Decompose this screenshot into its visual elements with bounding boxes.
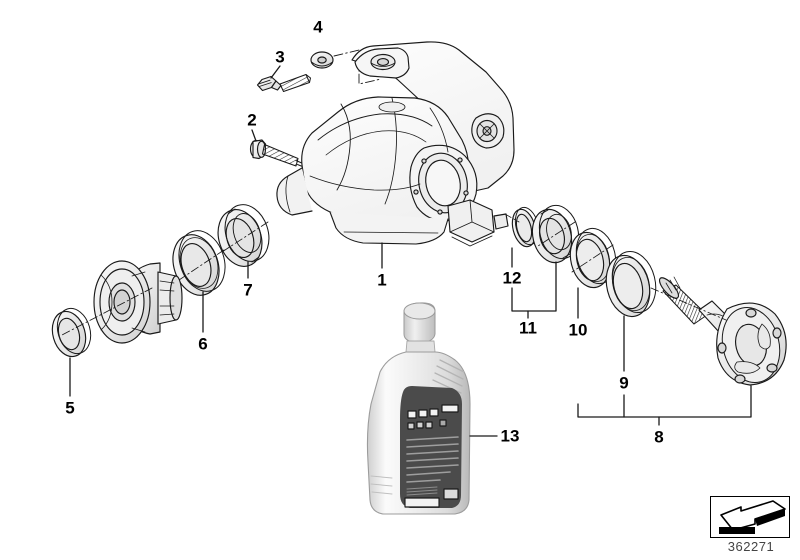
axis-line-5 [61,287,153,336]
callout-13: 13 [500,426,520,446]
axis-line-7 [221,221,269,253]
callout-6: 6 [198,334,208,354]
diagram-id-badge: 362271 [710,496,792,554]
bracket-11 [511,261,557,312]
axis-line-11 [537,221,576,247]
callout-8: 8 [654,427,664,447]
input-flange-part [93,260,183,344]
alignment-line-4 [333,49,382,85]
callout-11: 11 [519,318,537,338]
bearing-left-part [217,204,270,267]
callout-1: 1 [377,270,387,290]
callout-2: 2 [247,110,257,130]
callout-3: 3 [275,47,285,67]
callout-4: 4 [313,17,323,37]
callout-10: 10 [568,320,588,340]
callout-7: 7 [243,280,253,300]
washer-part [310,51,334,69]
hex-bolt-lower-part [249,139,313,171]
hex-bolt-upper-part [256,73,311,93]
callout-9: 9 [619,373,629,393]
3d-arrow-icon [710,496,790,538]
o-ring-left-part [51,307,92,358]
callout-5: 5 [65,398,75,418]
axis-line-6 [175,249,225,283]
axis-line-8 [650,287,727,321]
bracket-8 [577,385,752,418]
diagram-id-number: 362271 [727,539,775,554]
output-shaft-flange-part [658,276,787,386]
axis-line-10 [571,244,614,273]
shaft-seal-left-part [172,230,226,296]
leader-2 [251,129,257,142]
shaft-seal-right-part [605,250,657,318]
callout-12: 12 [502,268,522,288]
differential-housing-part [276,41,515,247]
oil-bottle-part [366,302,471,515]
leader-3 [270,65,281,79]
bearing-right-part [531,204,580,264]
